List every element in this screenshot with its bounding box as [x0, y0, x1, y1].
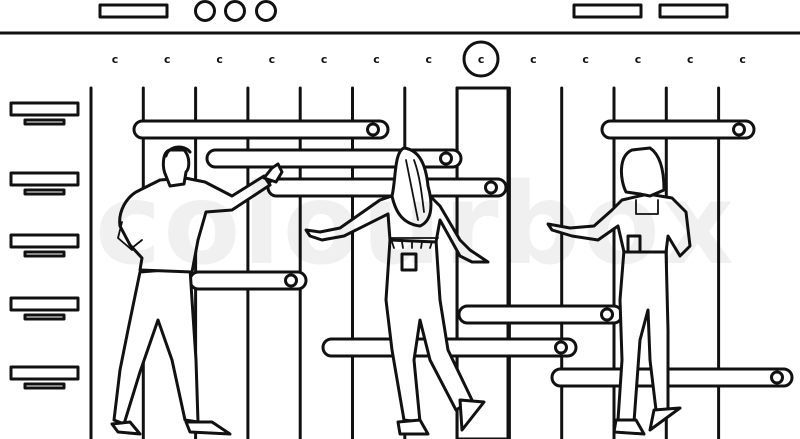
column-marker: c — [530, 53, 537, 66]
task-sublabel-placeholder — [23, 118, 66, 126]
window-dot — [224, 0, 246, 22]
title-placeholder — [98, 3, 169, 19]
bar-handle[interactable] — [484, 180, 498, 195]
task-label-placeholder — [9, 233, 80, 249]
task-sublabel-placeholder — [23, 250, 66, 258]
window-dot — [255, 0, 277, 22]
back-pocket — [400, 252, 418, 272]
window-dot — [194, 0, 216, 22]
gantt-bar[interactable] — [188, 270, 308, 291]
woman-center-figure — [304, 146, 490, 436]
column-marker: c — [112, 53, 119, 66]
gantt-bar[interactable] — [457, 304, 624, 325]
task-label-placeholder — [9, 296, 80, 312]
gantt-bar[interactable] — [266, 177, 508, 198]
bar-handle[interactable] — [600, 307, 614, 322]
column-marker: c — [164, 53, 171, 66]
phone — [626, 234, 642, 254]
woman-right-figure — [546, 146, 692, 436]
column-marker: c — [373, 53, 380, 66]
column-marker: c — [687, 53, 694, 66]
task-label-placeholder — [9, 101, 80, 117]
task-label-placeholder — [9, 365, 80, 381]
column-marker: c — [321, 53, 328, 66]
column-marker: c — [478, 53, 485, 66]
menu-placeholder — [658, 3, 729, 19]
task-sublabel-placeholder — [23, 313, 66, 321]
gantt-bars — [132, 119, 794, 388]
column-marker: c — [635, 53, 642, 66]
menu-placeholder — [572, 3, 643, 19]
task-label-placeholder — [9, 171, 80, 187]
task-sidebar — [9, 101, 80, 390]
top-toolbar — [0, 0, 800, 35]
bar-handle[interactable] — [366, 122, 380, 137]
column-marker: c — [426, 53, 433, 66]
bar-handle[interactable] — [439, 151, 453, 166]
gantt-bar[interactable] — [132, 119, 390, 140]
column-marker: c — [739, 53, 746, 66]
man-figure — [110, 145, 284, 436]
task-sublabel-placeholder — [23, 188, 66, 196]
bar-handle[interactable] — [284, 273, 298, 288]
column-marker: c — [216, 53, 223, 66]
gantt-bar[interactable] — [550, 367, 794, 388]
column-marker: c — [582, 53, 589, 66]
task-sublabel-placeholder — [23, 382, 66, 390]
gantt-bar[interactable] — [600, 119, 756, 140]
current-day-marker — [462, 40, 500, 78]
bar-handle[interactable] — [770, 370, 784, 385]
bar-handle[interactable] — [554, 340, 568, 355]
column-marker: c — [269, 53, 276, 66]
bar-handle[interactable] — [732, 122, 746, 137]
